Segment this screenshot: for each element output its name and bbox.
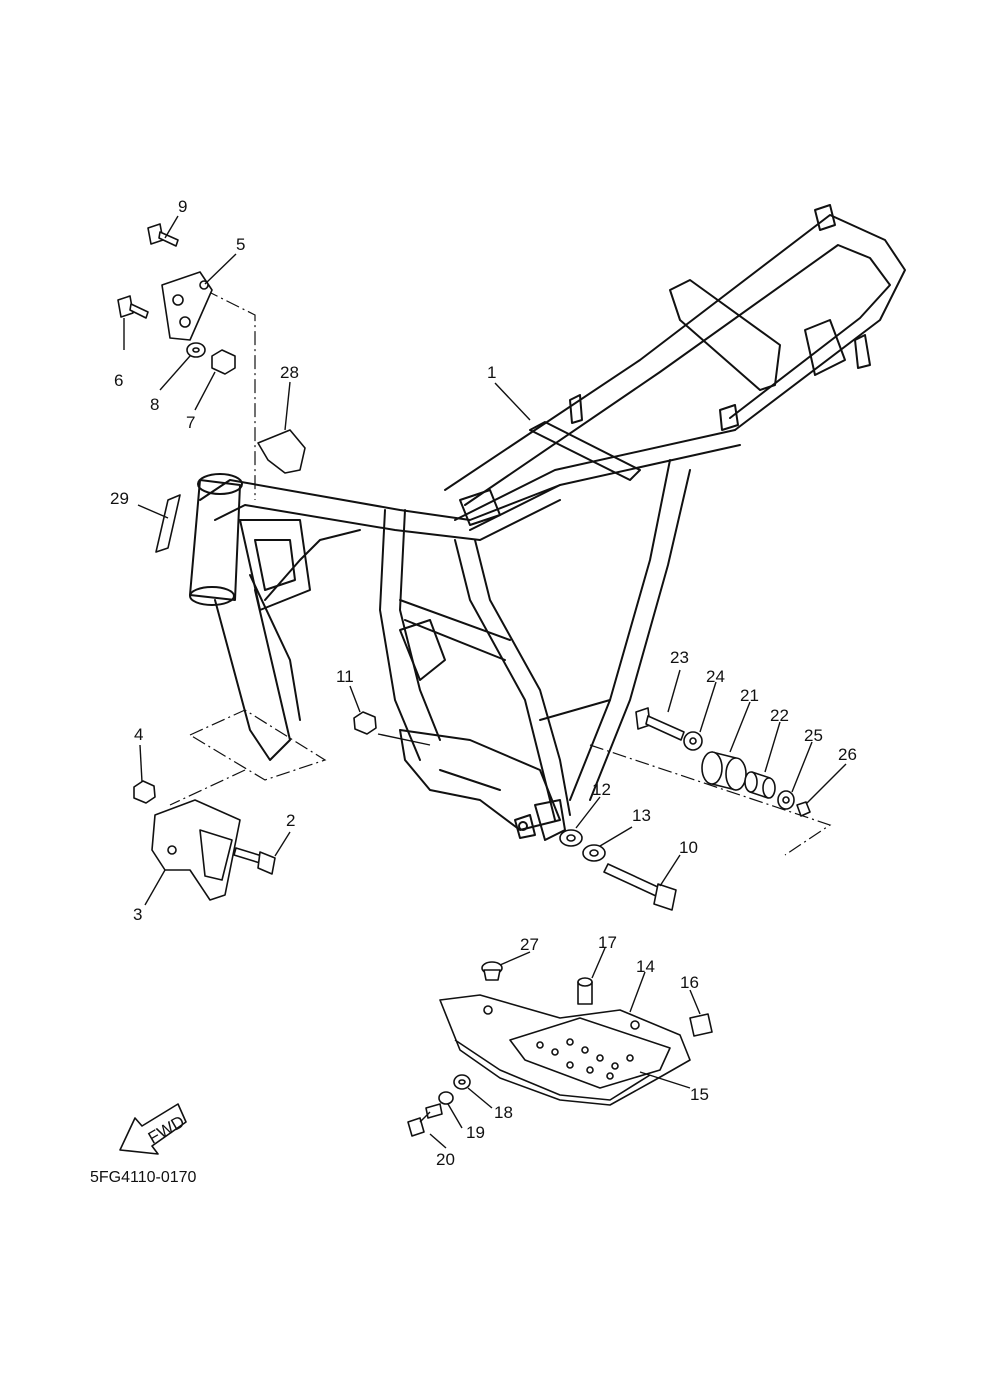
engine-bracket-3[interactable] [151,799,241,901]
nut-7[interactable] [211,349,236,375]
bushing-21[interactable] [701,751,747,791]
callout-7: 7 [186,413,195,432]
callout-4: 4 [134,725,143,744]
nut-4[interactable] [133,780,156,804]
callout-27: 27 [520,935,539,954]
cover-28[interactable] [257,429,306,474]
bolt-10[interactable] [603,863,677,911]
nut-11[interactable] [353,711,377,735]
callout-2: 2 [286,811,295,830]
leader-lines [123,215,847,1149]
clip-16[interactable] [689,1013,713,1037]
frame-assembly-line-upper [204,289,256,500]
bracket-assembly-line [169,769,246,806]
callout-29: 29 [110,489,129,508]
callout-11: 11 [336,667,354,686]
callout-labels: 9 5 6 8 7 28 29 1 11 4 2 3 12 13 10 23 2… [110,197,857,1169]
grommet-27[interactable] [481,961,503,981]
callout-24: 24 [706,667,725,686]
washer-24[interactable] [683,731,703,751]
callout-20: 20 [436,1150,455,1169]
callout-13: 13 [632,806,651,825]
diagram-code: 5FG4110-0170 [90,1169,197,1186]
callout-17: 17 [598,933,617,952]
callout-9: 9 [178,197,187,216]
callout-22: 22 [770,706,789,725]
bolt-20[interactable] [407,1103,443,1137]
washer-19[interactable] [438,1091,454,1105]
frame-assembly-line-rear [589,744,832,856]
nut-26[interactable] [796,801,811,817]
collar-22[interactable] [744,771,776,799]
callout-21: 21 [740,686,759,705]
callout-23: 23 [670,648,689,667]
washer-8[interactable] [186,342,206,358]
frame-assembly-line-lower [188,709,327,781]
callout-8: 8 [150,395,159,414]
engine-bracket-plate-5[interactable] [161,271,213,341]
bolt-6[interactable] [117,295,149,319]
washer-25[interactable] [777,790,795,810]
callout-19: 19 [466,1123,485,1142]
callout-25: 25 [804,726,823,745]
label-29[interactable] [155,494,181,553]
callout-14: 14 [636,957,655,976]
callout-1: 1 [487,363,496,382]
callout-3: 3 [133,905,142,924]
washer-12[interactable] [559,829,583,847]
fwd-arrow-icon: FWD [119,1103,188,1155]
callout-5: 5 [236,235,245,254]
callout-18: 18 [494,1103,513,1122]
callout-6: 6 [114,371,123,390]
callout-10: 10 [679,838,698,857]
collar-18[interactable] [453,1074,471,1090]
washer-13[interactable] [582,844,606,862]
callout-26: 26 [838,745,857,764]
callout-16: 16 [680,973,699,992]
bolt-9[interactable] [147,223,179,247]
main-frame[interactable] [189,204,906,841]
callout-28: 28 [280,363,299,382]
bolt-2[interactable] [233,847,276,875]
callout-12: 12 [592,780,611,799]
plate-15[interactable] [509,1017,671,1089]
callout-15: 15 [690,1085,709,1104]
damper-17[interactable] [577,977,593,1005]
bolt-23[interactable] [635,707,685,741]
